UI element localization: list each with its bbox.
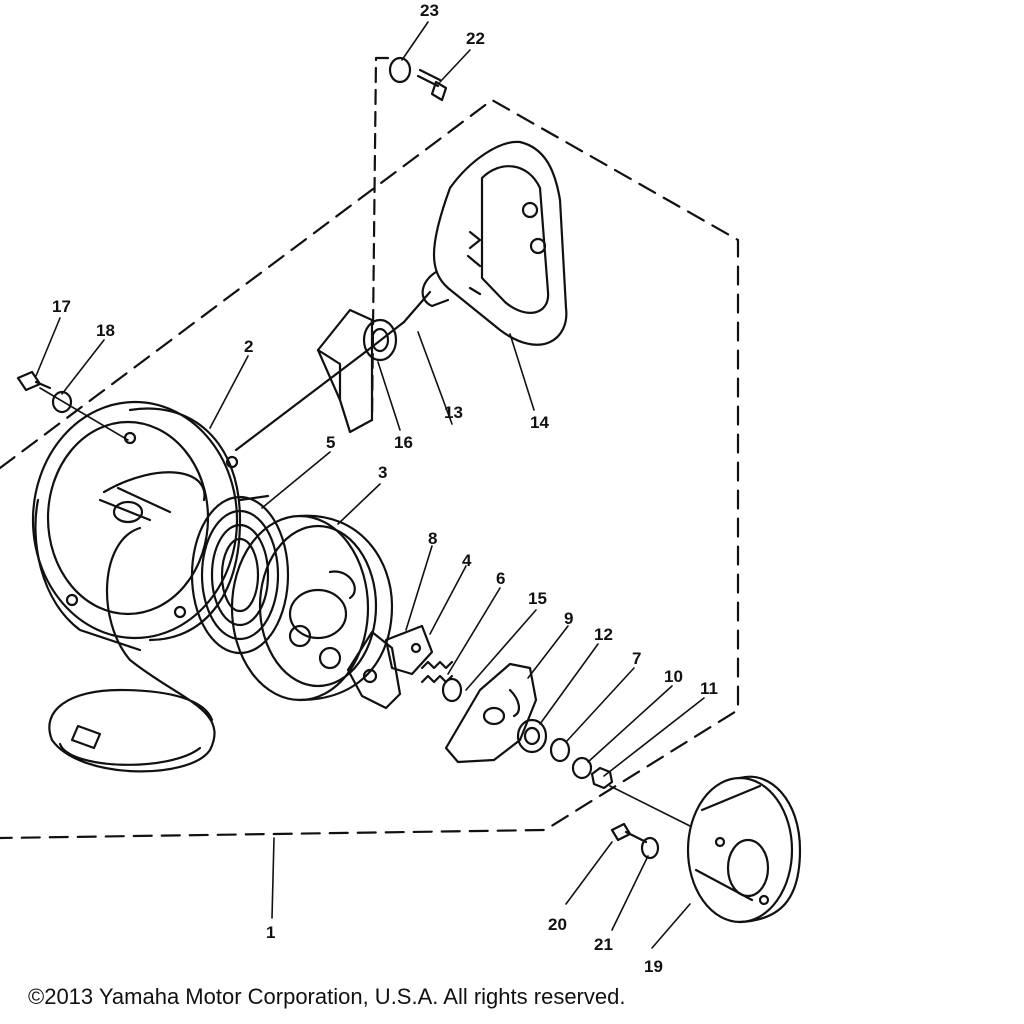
callout-8: 8	[428, 529, 437, 548]
ratchet-spring-shape	[420, 660, 454, 684]
drive-pulley-shape	[686, 775, 802, 924]
washer-21-shape	[640, 836, 660, 860]
callout-20: 20	[548, 915, 567, 934]
callout-18: 18	[96, 321, 115, 340]
friction-spring-shape	[516, 718, 548, 754]
ratchet-shape	[346, 624, 434, 710]
washer-23-shape	[388, 56, 412, 84]
bolt-20-shape	[610, 822, 648, 844]
callout-12: 12	[594, 625, 613, 644]
callout-22: 22	[466, 29, 485, 48]
starter-case-shape	[31, 400, 242, 652]
washer-18-shape	[51, 390, 73, 414]
callout-3: 3	[378, 463, 387, 482]
assembly-boundary	[0, 98, 740, 840]
rope-guide-shape	[316, 308, 398, 434]
nut-shape	[590, 766, 614, 790]
sheave-drum-shape	[230, 514, 394, 702]
rope-coil-shape	[48, 526, 216, 773]
callout-6: 6	[496, 569, 505, 588]
starter-rope-shape	[402, 290, 432, 324]
callout-21: 21	[594, 935, 613, 954]
bolt-17-shape	[16, 370, 52, 392]
parts-diagram: 23 22 17 18 2 5 3 13 14 16 8 4 6 15 9 12…	[0, 1, 802, 976]
callout-15: 15	[528, 589, 547, 608]
bolt-22-shape	[416, 68, 448, 102]
spring-washer-shape	[571, 756, 593, 780]
callout-14: 14	[530, 413, 549, 432]
callout-10: 10	[664, 667, 683, 686]
callout-4: 4	[462, 551, 472, 570]
callout-9: 9	[564, 609, 573, 628]
friction-plate-shape	[444, 662, 538, 764]
callout-5: 5	[326, 433, 335, 452]
collar-shape	[441, 677, 463, 703]
callout-1: 1	[266, 923, 275, 942]
callout-16: 16	[394, 433, 413, 452]
starter-handle-shape	[421, 140, 568, 346]
callout-7: 7	[632, 649, 641, 668]
callout-19: 19	[644, 957, 663, 976]
spiral-spring-shape	[190, 494, 290, 655]
copyright-notice: ©2013 Yamaha Motor Corporation, U.S.A. A…	[28, 984, 626, 1009]
leader-dashed	[370, 56, 390, 422]
callout-17: 17	[52, 297, 71, 316]
callout-13: 13	[444, 403, 463, 422]
callout-2: 2	[244, 337, 253, 356]
callout-23: 23	[420, 1, 439, 20]
callout-11: 11	[700, 679, 718, 698]
washer-7-shape	[549, 737, 571, 763]
